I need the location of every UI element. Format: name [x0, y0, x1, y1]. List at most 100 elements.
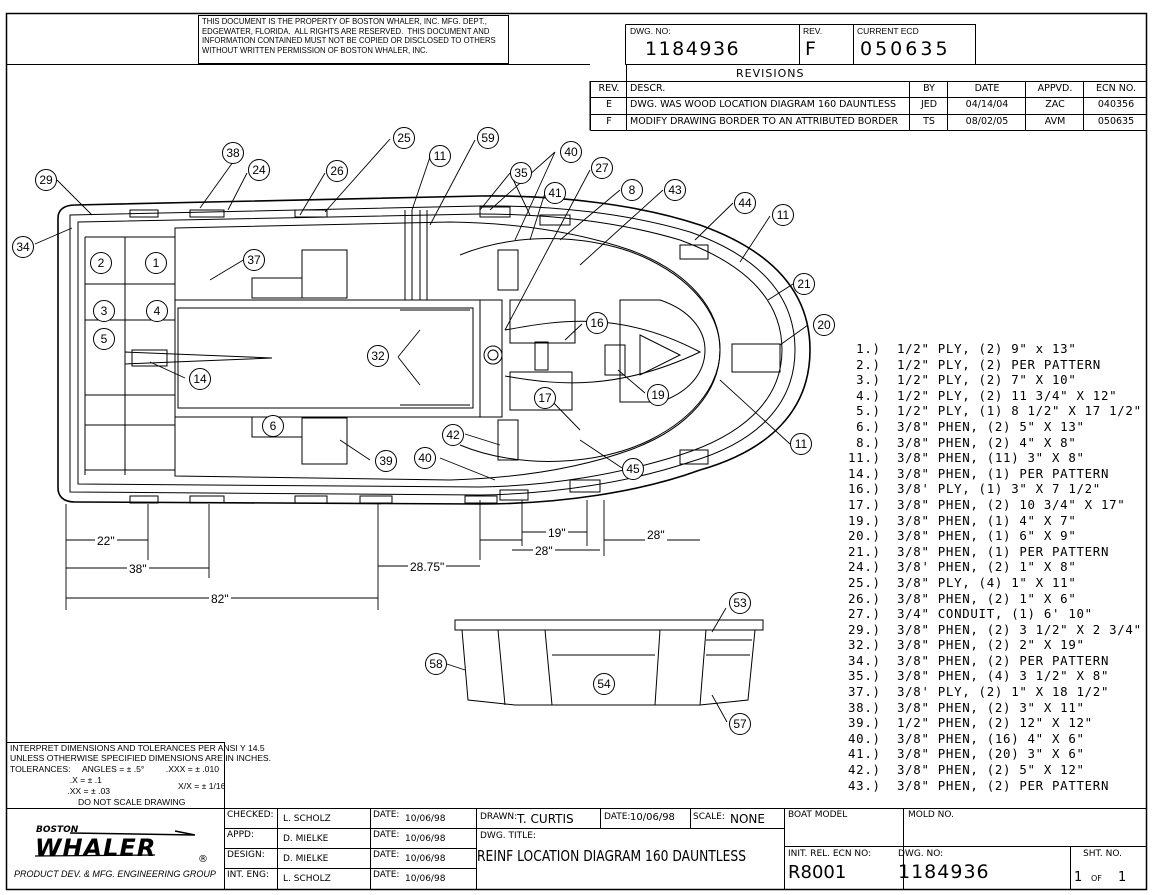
callout-balloon: 2: [90, 252, 112, 274]
part-row: 20.) 3/8" PHEN, (1) 6" X 9": [848, 528, 1077, 544]
date-value-2: 10/06/98: [405, 834, 446, 844]
date-value-3: 10/06/98: [405, 854, 446, 864]
drawn-date-value: 10/06/98: [630, 812, 675, 823]
tolerance-line-3: TOLERANCES: ANGLES = ± .5° .XXX = ± .010: [10, 764, 220, 774]
dimension-label: 19": [546, 526, 568, 540]
callout-balloon: 11: [790, 433, 812, 455]
sheet-total: 1: [1118, 870, 1127, 885]
callout-balloon: 38: [222, 142, 244, 164]
design-label: DESIGN:: [227, 850, 265, 860]
part-row: 19.) 3/8" PHEN, (1) 4" X 7": [848, 512, 1077, 528]
revision-header-cell: APPVD.: [1037, 83, 1073, 94]
part-row: 34.) 3/8" PHEN, (2) PER PATTERN: [848, 652, 1110, 668]
hull-top-view: [57, 195, 811, 505]
checked-label: CHECKED:: [227, 810, 274, 820]
part-row: 5.) 1/2" PLY, (1) 8 1/2" X 17 1/2": [848, 403, 1142, 419]
callout-balloon: 26: [326, 160, 348, 182]
callout-balloon: 44: [734, 192, 756, 214]
dwg-title: REINF LOCATION DIAGRAM 160 DAUNTLESS: [477, 847, 747, 865]
dimension-label: 22": [95, 534, 117, 548]
revision-header-cell: DESCR.: [630, 83, 666, 94]
tolerance-fraction: X/X = ± 1/16: [178, 781, 226, 791]
drawn-date-label: DATE:: [604, 812, 631, 822]
callout-balloon: 25: [393, 127, 415, 149]
leader-lines: [34, 138, 809, 723]
date-value-4: 10/06/98: [405, 874, 446, 884]
date-label-2: DATE:: [373, 830, 400, 840]
part-row: 4.) 1/2" PLY, (2) 11 3/4" X 12": [848, 387, 1118, 403]
scale-label: SCALE:: [693, 812, 725, 822]
dwg-no-bottom: 1184936: [898, 861, 990, 883]
revision-cell: E: [605, 99, 612, 110]
revision-cell: JED: [920, 99, 938, 110]
callout-balloon: 27: [591, 157, 613, 179]
callout-balloon: 19: [647, 384, 669, 406]
design-value: D. MIELKE: [283, 854, 329, 864]
revision-cell: ZAC: [1045, 99, 1065, 110]
callout-balloon: 4: [146, 300, 168, 322]
revision-cell: 04/14/04: [965, 99, 1009, 110]
part-row: 6.) 3/8" PHEN, (2) 5" X 13": [848, 418, 1085, 434]
rev-value: F: [805, 38, 818, 60]
callout-balloon: 40: [414, 447, 436, 469]
callout-balloon: 53: [729, 592, 751, 614]
callout-balloon: 42: [442, 424, 464, 446]
date-value-1: 10/06/98: [405, 814, 446, 824]
logo-registered: ®: [198, 854, 208, 865]
appd-value: D. MIELKE: [283, 834, 329, 844]
callout-balloon: 21: [793, 273, 815, 295]
revision-header-cell: DATE: [974, 83, 1000, 94]
sheet-of: OF: [1091, 874, 1102, 883]
sheet-no-label: SHT. NO.: [1083, 849, 1122, 859]
drawn-value: T. CURTIS: [517, 812, 574, 826]
callout-balloon: 32: [367, 345, 389, 367]
callout-balloon: 16: [586, 312, 608, 334]
part-row: 14.) 3/8" PHEN, (1) PER PATTERN: [848, 465, 1110, 481]
part-row: 40.) 3/8" PHEN, (16) 4" X 6": [848, 730, 1085, 746]
dimension-label: 38": [127, 562, 149, 576]
part-row: 29.) 3/8" PHEN, (2) 3 1/2" X 2 3/4": [848, 621, 1142, 637]
date-label-3: DATE:: [373, 850, 400, 860]
rev-label: REV.: [803, 26, 823, 36]
sheet-no: 1: [1074, 870, 1083, 885]
dwg-no: 1184936: [645, 38, 741, 60]
parts-list: 1.) 1/2" PLY, (2) 9" x 13" 2.) 1/2" PLY,…: [848, 341, 1148, 793]
dimension-label: 28": [533, 544, 555, 558]
part-row: 27.) 3/4" CONDUIT, (1) 6' 10": [848, 606, 1093, 622]
revision-cell: AVM: [1044, 116, 1066, 127]
callout-balloon: 14: [189, 368, 211, 390]
revision-cell: 050635: [1097, 116, 1135, 127]
ecn-value: R8001: [788, 862, 847, 883]
revision-header-cell: ECN NO.: [1096, 83, 1136, 94]
dwg-no-label-bottom: DWG. NO:: [898, 849, 944, 859]
part-row: 26.) 3/8" PHEN, (2) 1" X 6": [848, 590, 1077, 606]
revision-header-cell: BY: [923, 83, 935, 94]
callout-balloon: 24: [248, 159, 270, 181]
ecd-label: CURRENT ECD: [857, 26, 919, 36]
tolerance-line-1: INTERPRET DIMENSIONS AND TOLERANCES PER …: [10, 743, 265, 753]
part-row: 11.) 3/8" PHEN, (11) 3" X 8": [848, 450, 1085, 466]
callout-balloon: 35: [510, 162, 532, 184]
callout-balloon: 59: [477, 127, 499, 149]
callout-balloon: 3: [93, 300, 115, 322]
ecd-value: 050635: [860, 38, 951, 60]
part-row: 25.) 3/8" PLY, (4) 1" X 11": [848, 574, 1077, 590]
callout-balloon: 29: [35, 169, 57, 191]
part-row: 41.) 3/8" PHEN, (20) 3" X 6": [848, 746, 1085, 762]
hull-section-view: [454, 619, 764, 706]
callout-balloon: 58: [425, 653, 447, 675]
dwg-title-label: DWG. TITLE:: [480, 831, 536, 841]
callout-balloon: 11: [772, 204, 794, 226]
callout-balloon: 6: [262, 415, 284, 437]
callout-balloon: 43: [664, 179, 686, 201]
part-row: 8.) 3/8" PHEN, (2) 4" X 8": [848, 434, 1077, 450]
part-row: 1.) 1/2" PLY, (2) 9" x 13": [848, 341, 1077, 356]
part-row: 42.) 3/8" PHEN, (2) 5" X 12": [848, 762, 1085, 778]
revision-cell: MODIFY DRAWING BORDER TO AN ATTRIBUTED B…: [630, 116, 899, 127]
part-row: 35.) 3/8" PHEN, (4) 3 1/2" X 8": [848, 668, 1110, 684]
part-row: 37.) 3/8' PLY, (2) 1" X 18 1/2": [848, 684, 1110, 700]
callout-balloon: 57: [729, 713, 751, 735]
part-row: 39.) 1/2" PHEN, (2) 12" X 12": [848, 715, 1093, 731]
scale-value: NONE: [730, 812, 765, 826]
